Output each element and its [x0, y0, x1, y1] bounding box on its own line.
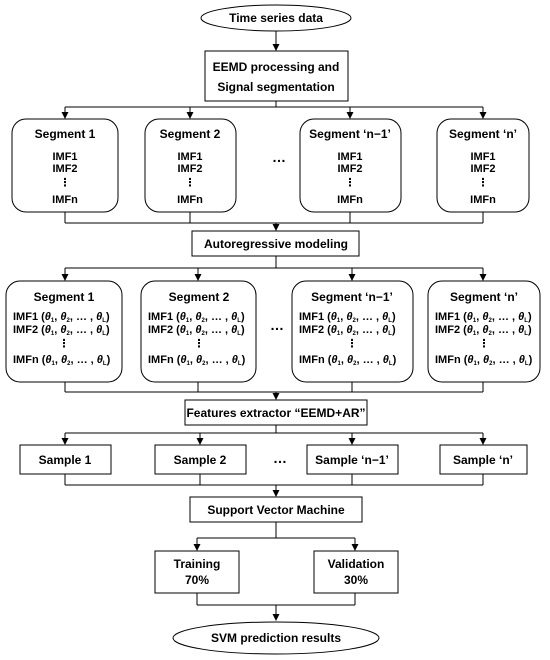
imf-item: IMF2 — [177, 163, 202, 175]
imf-vdots: ⋮ — [60, 177, 71, 189]
imf-coefficient-row: IMF2 (θ1, θ2, … , θL) — [13, 324, 110, 337]
imf-coefficient-row: IMFn (θ1, θ2, … , θL) — [13, 354, 111, 367]
connectors — [61, 31, 487, 621]
imf-coefficient-row: IMFn (θ1, θ2, … , θL) — [148, 354, 246, 367]
training-node: Training 70% — [154, 550, 240, 594]
ellipsis-row2: … — [270, 317, 284, 333]
imf-item: IMF2 — [470, 163, 495, 175]
imf-vdots: ⋮ — [185, 177, 196, 189]
imf-item: IMF1 — [470, 151, 495, 163]
eemd-node: EEMD processing and Signal segmentation — [204, 50, 349, 102]
segment-title: Segment ‘n−1’ — [309, 127, 391, 141]
imf-item: IMFn — [177, 194, 203, 206]
segment-title: Segment 2 — [169, 290, 230, 304]
imf-coefficient-row: IMF2 (θ1, θ2, … , θL) — [299, 324, 396, 337]
end-node: SVM prediction results — [172, 621, 380, 655]
imf-vdots: ⋮ — [345, 177, 356, 189]
features-node: Features extractor “EEMD+AR” — [184, 399, 368, 426]
sample-label: Sample ‘n−1’ — [315, 453, 389, 467]
start-label: Time series data — [229, 11, 323, 25]
segment-imf-box-4: Segment ‘n’ IMF1 IMF2 ⋮ IMFn — [436, 118, 530, 213]
imf-coefficient-row: IMF2 (θ1, θ2, … , θL) — [148, 324, 245, 337]
sample-box-2: Sample 2 — [154, 444, 247, 475]
imf-item: IMF1 — [52, 151, 77, 163]
imf-coefficient-row: IMF1 (θ1, θ2, … , θL) — [148, 311, 245, 324]
sample-label: Sample 1 — [39, 453, 92, 467]
validation-label: Validation — [328, 557, 385, 571]
segment-ar-box-2: Segment 2 IMF1 (θ1, θ2, … , θL)IMF2 (θ1, … — [140, 280, 257, 383]
ellipsis-samples: … — [273, 450, 287, 466]
segment-ar-box-3: Segment ‘n−1’ IMF1 (θ1, θ2, … , θL)IMF2 (… — [291, 280, 414, 383]
sample-label: Sample ‘n’ — [453, 453, 513, 467]
imf-item: IMFn — [337, 194, 363, 206]
sample-box-1: Sample 1 — [19, 444, 112, 475]
imf-item: IMF2 — [337, 163, 362, 175]
imf-vdots: ⋮ — [59, 338, 70, 350]
segment-ar-box-4: Segment ‘n’ IMF1 (θ1, θ2, … , θL)IMF2 (θ1… — [427, 280, 541, 383]
eemd-label-line2: Signal segmentation — [217, 80, 334, 94]
segment-imf-box-3: Segment ‘n−1’ IMF1 IMF2 ⋮ IMFn — [299, 118, 402, 213]
imf-vdots: ⋮ — [194, 338, 205, 350]
features-label: Features extractor “EEMD+AR” — [186, 406, 365, 420]
end-label: SVM prediction results — [211, 631, 341, 645]
training-label: Training — [174, 557, 221, 571]
svm-label: Support Vector Machine — [207, 503, 345, 517]
ellipsis-row1: … — [272, 149, 286, 165]
imf-vdots: ⋮ — [478, 177, 489, 189]
imf-coefficient-row: IMF1 (θ1, θ2, … , θL) — [299, 311, 396, 324]
imf-coefficient-row: IMFn (θ1, θ2, … , θL) — [435, 354, 533, 367]
sample-box-3: Sample ‘n−1’ — [306, 444, 399, 475]
imf-item: IMFn — [470, 194, 496, 206]
segment-title: Segment ‘n’ — [450, 290, 518, 304]
ar-node: Autoregressive modeling — [191, 230, 360, 257]
ar-label: Autoregressive modeling — [204, 237, 348, 251]
imf-item: IMFn — [52, 194, 78, 206]
segment-title: Segment 2 — [160, 127, 221, 141]
imf-item: IMF1 — [177, 151, 202, 163]
imf-item: IMF2 — [52, 163, 77, 175]
imf-coefficient-row: IMF1 (θ1, θ2, … , θL) — [13, 311, 110, 324]
segment-title: Segment ‘n−1’ — [311, 290, 393, 304]
imf-vdots: ⋮ — [479, 338, 490, 350]
eemd-label-line1: EEMD processing and — [213, 60, 340, 74]
segment-ar-box-1: Segment 1 IMF1 (θ1, θ2, … , θL)IMF2 (θ1, … — [5, 280, 123, 383]
imf-vdots: ⋮ — [347, 338, 358, 350]
segment-title: Segment 1 — [35, 127, 96, 141]
svm-node: Support Vector Machine — [189, 496, 363, 523]
validation-percent: 30% — [344, 573, 368, 587]
segment-title: Segment 1 — [34, 290, 95, 304]
imf-coefficient-row: IMF1 (θ1, θ2, … , θL) — [435, 311, 532, 324]
sample-label: Sample 2 — [174, 453, 227, 467]
start-node: Time series data — [200, 4, 352, 32]
segment-title: Segment ‘n’ — [449, 127, 517, 141]
training-percent: 70% — [185, 573, 209, 587]
segment-imf-box-2: Segment 2 IMF1 IMF2 ⋮ IMFn — [144, 118, 237, 213]
sample-box-4: Sample ‘n’ — [439, 444, 528, 475]
validation-node: Validation 30% — [313, 550, 399, 594]
imf-coefficient-row: IMFn (θ1, θ2, … , θL) — [299, 354, 397, 367]
imf-coefficient-row: IMF2 (θ1, θ2, … , θL) — [435, 324, 532, 337]
segment-imf-box-1: Segment 1 IMF1 IMF2 ⋮ IMFn — [11, 118, 119, 213]
imf-item: IMF1 — [337, 151, 362, 163]
